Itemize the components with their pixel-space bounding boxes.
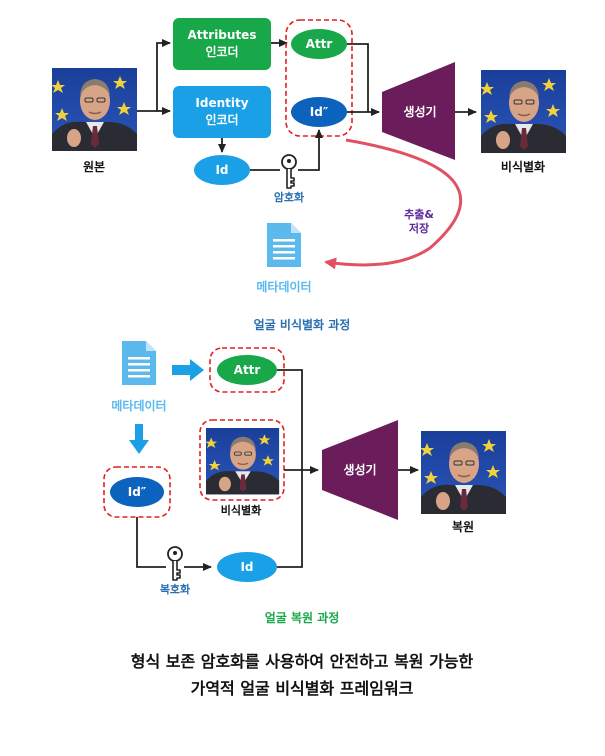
- metadata-to-id-prime-arrow: [129, 424, 149, 454]
- encryption-label: 암호화: [274, 190, 304, 204]
- deidentified-image-bottom: [204, 427, 280, 496]
- metadata-to-attr-arrow: [172, 359, 204, 381]
- svg-text:Id″: Id″: [128, 485, 147, 499]
- identity-encoder-box: Identity 인코더: [173, 86, 271, 138]
- id-prime-node-bottom: Id″: [110, 477, 164, 507]
- restored-image: [419, 430, 507, 515]
- id-prime-node: Id″: [291, 97, 347, 127]
- svg-text:인코더: 인코더: [205, 44, 238, 59]
- restored-label: 복원: [452, 520, 474, 534]
- edge-inputs-to-generator: [277, 369, 318, 568]
- figure-title-line-1: 형식 보존 암호화를 사용하여 안전하고 복원 가능한: [131, 652, 474, 671]
- svg-text:생성기: 생성기: [343, 462, 376, 477]
- decryption-label: 복호화: [160, 582, 190, 596]
- svg-text:Id″: Id″: [310, 105, 329, 119]
- edge-id-prime-to-decryption: [136, 517, 212, 571]
- extract-store-label-1: 추출&: [404, 207, 434, 221]
- original-label: 원본: [83, 160, 105, 174]
- deidentification-caption: 얼굴 비식별화 과정: [254, 317, 351, 332]
- edge-original-to-encoders: [137, 39, 171, 112]
- svg-text:Id: Id: [240, 560, 253, 574]
- key-icon: [280, 154, 298, 190]
- extract-store-arrow: [324, 138, 462, 270]
- extract-store-label-2: 저장: [409, 221, 429, 235]
- restoration-caption: 얼굴 복원 과정: [265, 610, 340, 625]
- deidentified-label-bottom: 비식별화: [221, 503, 261, 517]
- edge-id-to-encryption: [250, 129, 323, 171]
- metadata-document-icon: [267, 223, 301, 267]
- deidentified-image-highlight: [199, 419, 285, 501]
- edge-features-to-generator: [347, 43, 379, 112]
- attributes-encoder-box: Attributes 인코더: [173, 18, 271, 70]
- id-node-bottom: Id: [217, 552, 277, 582]
- svg-text:Attr: Attr: [306, 37, 333, 51]
- id-node: Id: [194, 155, 250, 185]
- figure-title-line-2: 가역적 얼굴 비식별화 프레임워크: [191, 679, 414, 698]
- metadata-document-icon-bottom: [122, 341, 156, 385]
- svg-text:Attributes: Attributes: [188, 28, 257, 42]
- attr-highlight-bottom: [209, 347, 285, 393]
- svg-text:Identity: Identity: [195, 96, 248, 110]
- original-image: [50, 67, 138, 152]
- svg-text:인코더: 인코더: [205, 112, 238, 127]
- attr-node: Attr: [291, 29, 347, 59]
- id-prime-highlight-bottom: [103, 466, 171, 518]
- metadata-label: 메타데이터: [256, 279, 311, 294]
- key-icon-bottom: [166, 546, 184, 582]
- svg-text:Id: Id: [215, 163, 228, 177]
- generator-block: 생성기: [382, 62, 455, 160]
- metadata-label-bottom: 메타데이터: [111, 398, 166, 413]
- svg-text:Attr: Attr: [234, 363, 261, 377]
- deidentified-label: 비식별화: [501, 159, 545, 174]
- svg-text:생성기: 생성기: [403, 104, 436, 119]
- deidentified-image: [479, 69, 567, 154]
- attr-node-bottom: Attr: [217, 355, 277, 385]
- generator-block-bottom: 생성기: [322, 420, 398, 520]
